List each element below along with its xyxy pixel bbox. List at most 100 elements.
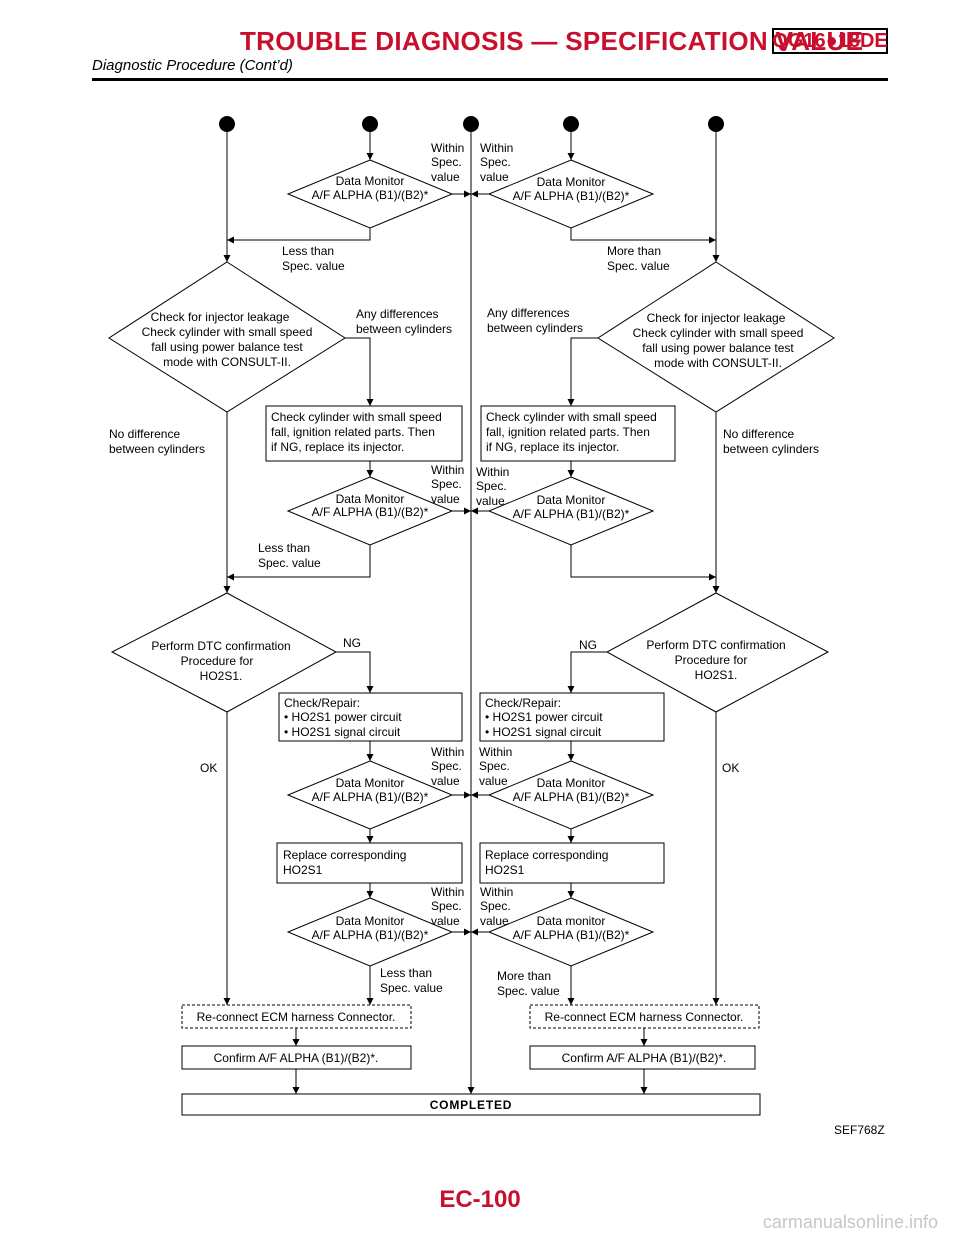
- less-than-2-spec: Spec. value: [258, 556, 321, 570]
- ok-l: OK: [200, 761, 217, 775]
- svg-text:E: E: [712, 118, 720, 132]
- any-diff-l-1: Any differences: [356, 307, 439, 321]
- within-4r-c: value: [480, 914, 509, 928]
- dm2r-line2: A/F ALPHA (B1)/(B2)*: [513, 507, 630, 521]
- reconnect-l-text: Re-connect ECM harness Connector.: [197, 1010, 396, 1024]
- box-repair-r: [479, 692, 665, 742]
- within-3l-c: value: [431, 774, 460, 788]
- figure-code: SEF768Z: [834, 1123, 885, 1137]
- watermark: carmanualsonline.info: [762, 1212, 938, 1232]
- confirm-r-text: Confirm A/F ALPHA (B1)/(B2)*.: [562, 1051, 727, 1065]
- page-number: EC-100: [439, 1186, 521, 1213]
- ignition-l-1: Check cylinder with small speed: [271, 410, 442, 424]
- within-2r-b: Spec.: [476, 479, 507, 493]
- box-ignition-check-l: [265, 405, 463, 462]
- less-than-4-spec: Spec. value: [380, 981, 443, 995]
- within-1r-b: Spec.: [480, 155, 511, 169]
- dm3l-line1: Data Monitor: [336, 776, 405, 790]
- injector-r-line3: fall using power balance test: [642, 341, 794, 355]
- page-subtitle: Diagnostic Procedure (Cont’d): [92, 57, 293, 74]
- replace-r-2: HO2S1: [485, 863, 525, 877]
- dm3l-line2: A/F ALPHA (B1)/(B2)*: [312, 790, 429, 804]
- svg-text:D: D: [567, 118, 576, 132]
- svg-text:C: C: [467, 118, 476, 132]
- dtc-l-3: HO2S1.: [200, 669, 243, 683]
- flow-lines: [223, 132, 720, 1094]
- repair-l-3: • HO2S1 signal circuit: [284, 725, 401, 739]
- box-replace-r: [479, 842, 665, 884]
- injector-l-line1: Check for injector leakage: [151, 310, 290, 324]
- dm1r-line1: Data Monitor: [537, 175, 606, 189]
- page-title: TROUBLE DIAGNOSIS — SPECIFICATION VALUE: [240, 26, 864, 56]
- engine-model-badge: QG16●18DE: [772, 28, 888, 54]
- dm4r-line1: Data monitor: [537, 914, 606, 928]
- ignition-r-3: if NG, replace its injector.: [486, 440, 619, 454]
- header-rule: [92, 78, 888, 81]
- injector-r-line4: mode with CONSULT-II.: [654, 356, 782, 370]
- dm3r-line1: Data Monitor: [537, 776, 606, 790]
- within-1r-a: Within: [480, 141, 513, 155]
- no-diff-l-2: between cylinders: [109, 442, 205, 456]
- connector-c: C: [463, 116, 479, 132]
- any-diff-r-1: Any differences: [487, 306, 570, 320]
- dm2l-line2: A/F ALPHA (B1)/(B2)*: [312, 505, 429, 519]
- dtc-r-1: Perform DTC confirmation: [646, 638, 785, 652]
- ok-r: OK: [722, 761, 739, 775]
- dm4l-line1: Data Monitor: [336, 914, 405, 928]
- replace-r-1: Replace corresponding: [485, 848, 608, 862]
- within-3r-b: Spec.: [479, 759, 510, 773]
- within-4l-c: value: [431, 914, 460, 928]
- box-ignition-check-r: [480, 405, 676, 462]
- within-4l-b: Spec.: [431, 899, 462, 913]
- within-2l-b: Spec.: [431, 477, 462, 491]
- repair-l-2: • HO2S1 power circuit: [284, 710, 402, 724]
- dm1l-line1: Data Monitor: [336, 174, 405, 188]
- within-1l-b: Spec.: [431, 155, 462, 169]
- within-2r-a: Within: [476, 465, 509, 479]
- dm3r-line2: A/F ALPHA (B1)/(B2)*: [513, 790, 630, 804]
- within-3r-a: Within: [479, 745, 512, 759]
- replace-l-1: Replace corresponding: [283, 848, 406, 862]
- ignition-l-2: fall, ignition related parts. Then: [271, 425, 435, 439]
- ignition-l-3: if NG, replace its injector.: [271, 440, 404, 454]
- within-4r-a: Within: [480, 885, 513, 899]
- replace-l-2: HO2S1: [283, 863, 323, 877]
- no-diff-r-2: between cylinders: [723, 442, 819, 456]
- dm2l-line1: Data Monitor: [336, 492, 405, 506]
- more-than-4-spec: Spec. value: [497, 984, 560, 998]
- ignition-r-1: Check cylinder with small speed: [486, 410, 657, 424]
- less-than-2: Less than: [258, 541, 310, 555]
- repair-r-3: • HO2S1 signal circuit: [485, 725, 602, 739]
- within-2r-c: value: [476, 494, 505, 508]
- less-than-4: Less than: [380, 966, 432, 980]
- within-2l-a: Within: [431, 463, 464, 477]
- connector-d: D: [563, 116, 579, 132]
- connector-e: E: [708, 116, 724, 132]
- svg-text:B: B: [366, 118, 375, 132]
- within-1l-a: Within: [431, 141, 464, 155]
- no-diff-l-1: No difference: [109, 427, 180, 441]
- repair-r-2: • HO2S1 power circuit: [485, 710, 603, 724]
- confirm-l-text: Confirm A/F ALPHA (B1)/(B2)*.: [214, 1051, 379, 1065]
- ng-l: NG: [343, 636, 361, 650]
- more-than-1-spec: Spec. value: [607, 259, 670, 273]
- dm1l-line2: A/F ALPHA (B1)/(B2)*: [312, 188, 429, 202]
- dm4l-line2: A/F ALPHA (B1)/(B2)*: [312, 928, 429, 942]
- ng-r: NG: [579, 638, 597, 652]
- connector-a: A: [219, 116, 235, 132]
- ignition-r-2: fall, ignition related parts. Then: [486, 425, 650, 439]
- within-1l-c: value: [431, 170, 460, 184]
- reconnect-r-text: Re-connect ECM harness Connector.: [545, 1010, 744, 1024]
- dm4r-line2: A/F ALPHA (B1)/(B2)*: [513, 928, 630, 942]
- within-4l-a: Within: [431, 885, 464, 899]
- more-than-4: More than: [497, 969, 551, 983]
- injector-l-line4: mode with CONSULT-II.: [163, 355, 291, 369]
- any-diff-l-2: between cylinders: [356, 322, 452, 336]
- within-3l-b: Spec.: [431, 759, 462, 773]
- connector-b: B: [362, 116, 378, 132]
- repair-l-1: Check/Repair:: [284, 696, 360, 710]
- box-confirm-r: [529, 1045, 756, 1070]
- within-4r-b: Spec.: [480, 899, 511, 913]
- injector-r-line2: Check cylinder with small speed: [633, 326, 804, 340]
